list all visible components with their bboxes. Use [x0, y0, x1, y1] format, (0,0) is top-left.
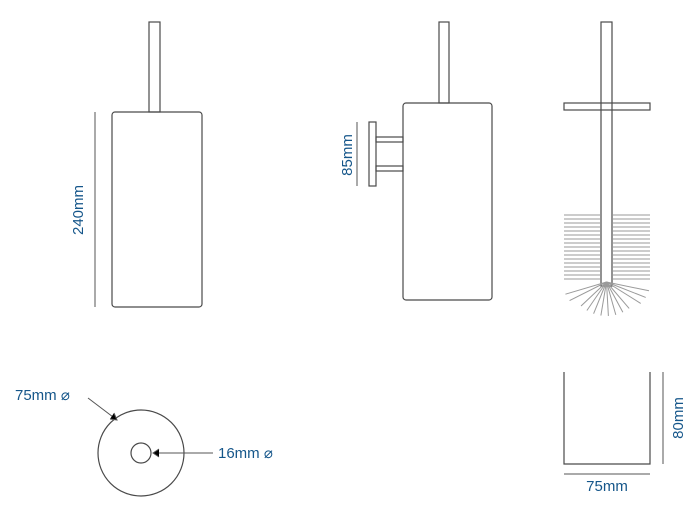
bristle — [606, 281, 650, 292]
cup-height-label: 80mm — [670, 397, 687, 439]
bristle — [600, 281, 607, 316]
handle-hole — [130, 442, 152, 464]
bristle — [586, 281, 607, 311]
arrowhead — [152, 448, 160, 458]
bristle — [606, 281, 609, 316]
front-view: 240mm — [70, 21, 203, 308]
brush-view — [563, 21, 651, 316]
handle — [438, 21, 450, 104]
base-diameter-label: 75mm ⌀ — [15, 387, 70, 404]
height-label: 240mm — [70, 185, 87, 235]
bracket-rod — [375, 136, 404, 143]
bristle — [565, 281, 607, 295]
bristle — [569, 281, 607, 301]
lid-plate — [563, 102, 651, 111]
cup-outline — [563, 372, 651, 465]
brush-handle — [600, 21, 613, 287]
cup-view: 80mm 75mm — [563, 372, 687, 495]
handle-diameter-label: 16mm ⌀ — [218, 445, 273, 462]
wall-plate — [368, 121, 377, 187]
bristle — [606, 281, 617, 315]
holder-body — [111, 111, 203, 308]
cup-width-label: 75mm — [586, 478, 628, 495]
arrowhead — [109, 412, 118, 421]
bristle — [580, 281, 607, 307]
bristle — [606, 281, 624, 313]
bristle — [606, 281, 630, 309]
top-view: 75mm ⌀ 16mm ⌀ — [15, 387, 273, 497]
bristle — [593, 281, 607, 314]
bracket-height-label: 85mm — [339, 134, 356, 176]
bracket-rod — [375, 165, 404, 172]
bristle — [606, 281, 646, 298]
holder-body — [402, 102, 493, 301]
side-view: 85mm — [339, 21, 493, 301]
bristle — [606, 281, 641, 304]
handle — [148, 21, 161, 113]
